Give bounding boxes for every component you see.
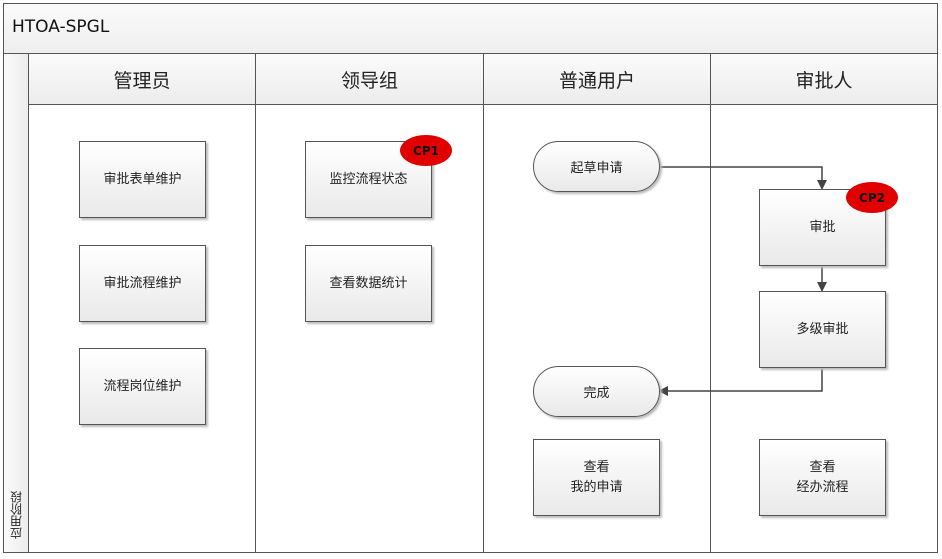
node-multilevel-approve: 多级审批: [759, 291, 886, 368]
node-draft-request: 起草申请: [533, 141, 660, 192]
checkpoint-badge-cp1: CP1: [400, 135, 452, 166]
arrow-draft-to-approve: [659, 166, 827, 190]
lane-header-users: 普通用户: [483, 53, 711, 105]
node-view-my-requests: 查看 我的申请: [533, 439, 660, 516]
node-flow-maintenance: 审批流程维护: [79, 245, 206, 322]
lane-approver: [710, 104, 938, 553]
node-view-handled-flows: 查看 经办流程: [759, 439, 886, 516]
lane-header-admin: 管理员: [28, 53, 256, 105]
arrow-multilevel-to-done: [658, 367, 823, 396]
phase-column: [3, 53, 29, 553]
checkpoint-badge-cp2: CP2: [846, 182, 898, 213]
node-form-maintenance: 审批表单维护: [79, 141, 206, 218]
node-complete: 完成: [533, 366, 660, 417]
node-post-maintenance: 流程岗位维护: [79, 348, 206, 425]
node-view-statistics: 查看数据统计: [305, 245, 432, 322]
